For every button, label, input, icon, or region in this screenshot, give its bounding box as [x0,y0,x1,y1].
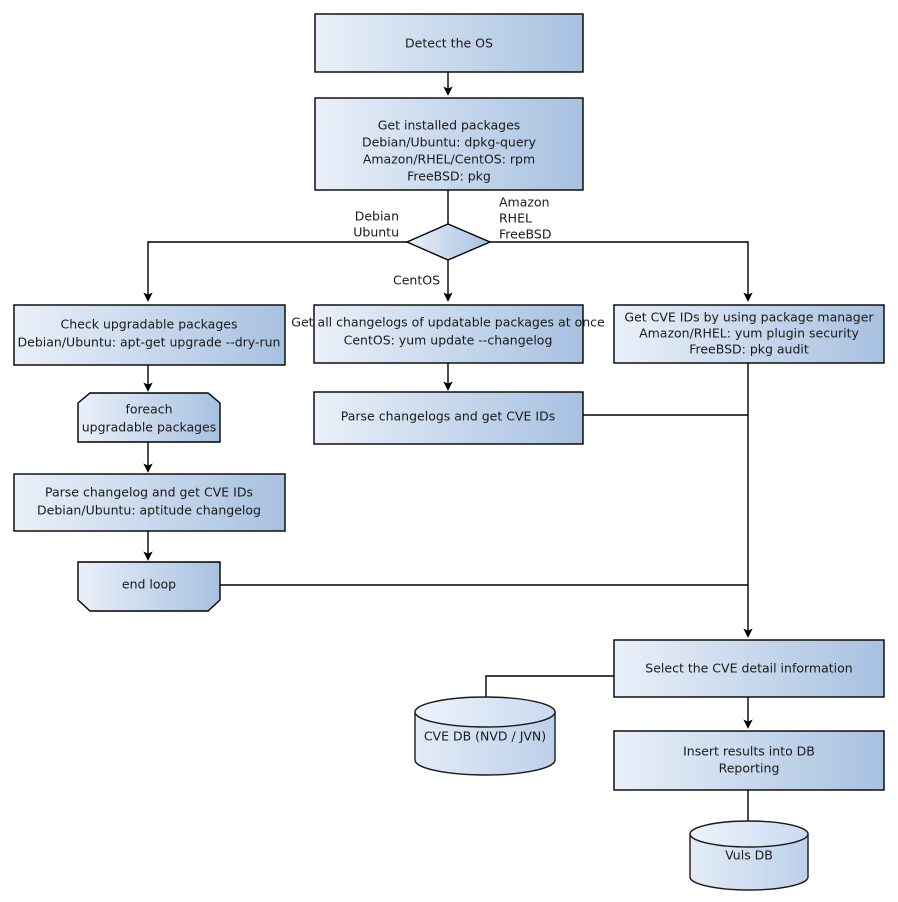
node-parse-changelogs-multi-shape [313,391,584,445]
node-parse-changelog-single-shape [13,473,286,532]
node-insert-results-line-2: Reporting [719,761,780,776]
node-get-all-changelogs[interactable]: Get all changelogs of updatable packages… [291,304,605,364]
node-select-cve-detail-label: Select the CVE detail information [645,661,852,676]
node-get-installed-packages-line-2: Debian/Ubuntu: dpkg-query [362,135,537,150]
node-os-decision[interactable] [405,223,492,261]
node-insert-results[interactable]: Insert results into DB Reporting [613,730,885,791]
node-cve-db-body [414,711,556,776]
node-vuls-db[interactable]: Vuls DB [689,820,809,891]
node-parse-changelog-single[interactable]: Parse changelog and get CVE IDs Debian/U… [13,473,286,532]
node-insert-results-line-1: Insert results into DB [683,744,815,759]
node-get-all-changelogs-line-1: Get all changelogs of updatable packages… [291,315,605,330]
node-check-upgradable-line-2: Debian/Ubuntu: apt-get upgrade --dry-run [18,335,281,350]
node-parse-changelog-single-line-1: Parse changelog and get CVE IDs [45,485,253,500]
node-detect-os-shape [314,13,584,73]
node-select-cve-detail[interactable]: Select the CVE detail information [613,639,885,698]
node-vuls-db-top [689,820,809,848]
node-get-installed-packages[interactable]: Get installed packages Debian/Ubuntu: dp… [314,97,584,191]
node-cve-db[interactable]: CVE DB (NVD / JVN) [414,696,556,776]
node-get-installed-packages-line-3: Amazon/RHEL/CentOS: rpm [363,152,535,167]
node-os-decision-shape [405,223,492,261]
node-cve-db-top [414,696,556,728]
node-check-upgradable-shape [13,304,286,366]
node-get-installed-packages-line-1: Get installed packages [378,118,521,133]
node-detect-os[interactable]: Detect the OS [314,13,584,73]
node-end-loop-shape [77,561,221,612]
edge-labels: Debian Ubuntu Amazon RHEL FreeBSD CentOS [353,195,551,288]
node-check-upgradable[interactable]: Check upgradable packages Debian/Ubuntu:… [13,304,286,366]
node-get-cve-ids-pkgmgr-line-3: FreeBSD: pkg audit [689,342,809,357]
edge-label-debian: Debian [355,209,399,224]
node-foreach-loop-line-2: upgradable packages [82,420,217,435]
connector-decision-to-get-cve-ids [490,241,753,302]
node-check-upgradable-line-1: Check upgradable packages [61,317,238,332]
node-get-installed-packages-line-4: FreeBSD: pkg [407,169,491,184]
node-insert-results-shape [613,730,885,791]
edge-label-amazon: Amazon [499,195,550,210]
node-get-all-changelogs-line-2: CentOS: yum update --changelog [344,333,553,348]
node-foreach-loop-line-1: foreach [125,402,172,417]
node-vuls-db-label: Vuls DB [725,848,773,863]
edge-label-centos: CentOS [393,273,440,288]
node-get-cve-ids-pkgmgr-line-2: Amazon/RHEL: yum plugin security [639,326,859,341]
edge-label-freebsd: FreeBSD [499,227,551,242]
node-get-installed-packages-shape [314,97,584,191]
edge-label-rhel: RHEL [499,211,532,226]
node-cve-db-label: CVE DB (NVD / JVN) [424,729,546,744]
node-foreach-loop-shape [77,392,221,443]
node-detect-os-label: Detect the OS [405,36,493,51]
node-end-loop[interactable]: end loop [77,561,221,612]
node-parse-changelogs-multi-label: Parse changelogs and get CVE IDs [341,409,555,424]
connector-decision-to-check-upgradable [143,241,407,302]
node-parse-changelog-single-line-2: Debian/Ubuntu: aptitude changelog [37,503,261,518]
node-vuls-db-body [689,833,809,891]
node-get-all-changelogs-shape [313,304,584,364]
node-end-loop-label: end loop [122,577,176,592]
edge-label-ubuntu: Ubuntu [353,225,399,240]
node-get-cve-ids-pkgmgr[interactable]: Get CVE IDs by using package manager Ama… [613,304,885,364]
node-get-cve-ids-pkgmgr-shape [613,304,885,364]
node-get-cve-ids-pkgmgr-line-1: Get CVE IDs by using package manager [624,310,874,325]
node-parse-changelogs-multi[interactable]: Parse changelogs and get CVE IDs [313,391,584,445]
node-select-cve-detail-shape [613,639,885,698]
node-foreach-loop[interactable]: foreach upgradable packages [77,392,221,443]
